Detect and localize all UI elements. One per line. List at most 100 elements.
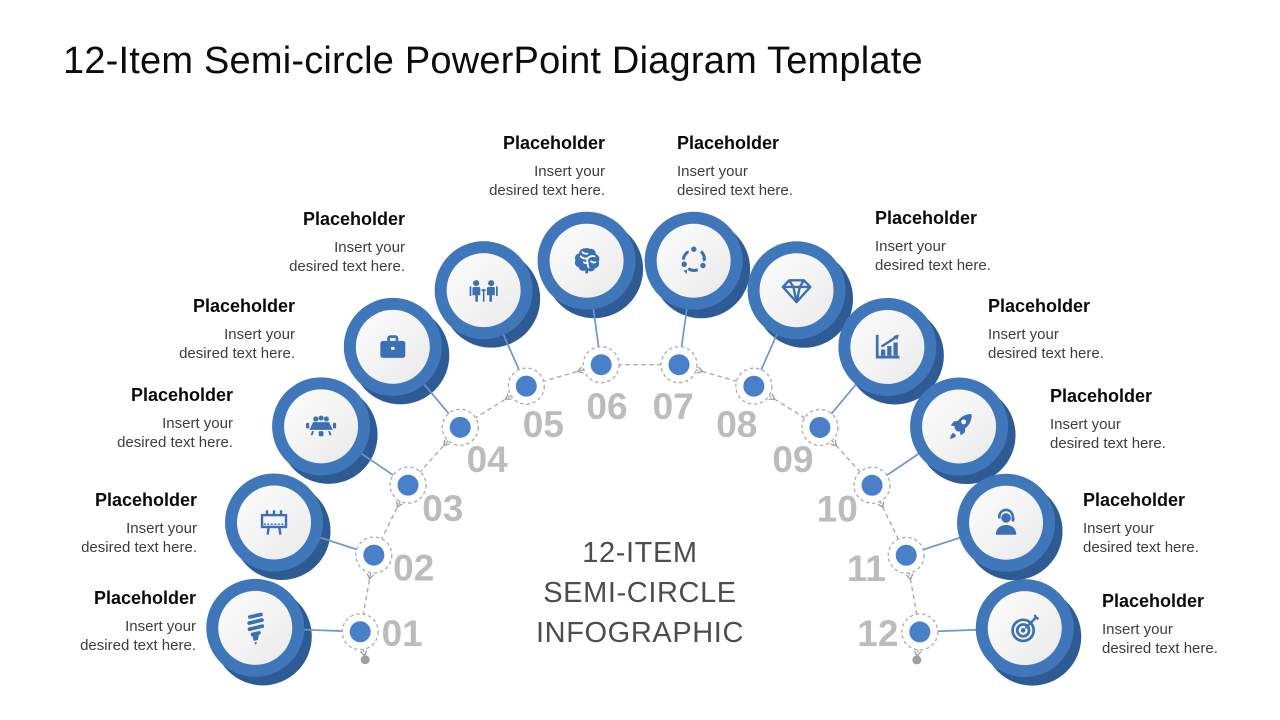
chain-arrow-icon: [768, 393, 776, 400]
item-label-title: Placeholder: [94, 490, 197, 510]
chain-arrow-icon: [696, 366, 704, 374]
item-label-title: Placeholder: [93, 588, 196, 608]
node-dot: [895, 544, 917, 566]
node-dots: [349, 354, 931, 665]
item-inner-circle: [969, 485, 1044, 560]
item-label-body: Insert your desired text here.: [117, 415, 233, 451]
rocket-icon: [950, 414, 972, 439]
item-circles: [206, 211, 1074, 678]
chain-arrow-icon: [906, 573, 914, 581]
cfl-bulb-icon: [247, 612, 265, 646]
node-dot: [809, 416, 831, 438]
diamond-icon: [781, 279, 812, 304]
item-label-title: Placeholder: [1050, 386, 1153, 406]
node-dot: [668, 354, 690, 376]
meeting-icon: [469, 280, 498, 302]
item-label-body: Insert your desired text here.: [1102, 621, 1218, 657]
item-circle: [343, 297, 442, 396]
item-circle: [225, 473, 324, 572]
conference-table-icon: [306, 415, 337, 437]
item-circle: [957, 473, 1056, 572]
briefcase-icon: [380, 335, 406, 358]
item-circle: [434, 241, 533, 340]
item-label-title: Placeholder: [192, 296, 295, 316]
item-circle: [537, 211, 636, 310]
item-circle: [206, 578, 305, 677]
item-label-body: Insert your desired text here.: [988, 326, 1104, 362]
node-dot: [397, 474, 419, 496]
node-dot: [743, 375, 765, 397]
step-number: 01: [382, 613, 423, 654]
item-circle: [910, 377, 1009, 476]
chain-arrow-icon: [395, 501, 403, 509]
step-number: 11: [847, 548, 886, 589]
cycle-arrows-icon: [681, 246, 707, 275]
item-label-body: Insert your desired text here.: [289, 239, 405, 275]
item-circle: [838, 297, 937, 396]
item-label-title: Placeholder: [988, 296, 1091, 316]
bar-chart-growth-icon: [875, 334, 900, 359]
diagram-center-caption: 12-ITEM SEMI-CIRCLE INFOGRAPHIC: [536, 537, 744, 649]
chain-terminal-dot: [912, 655, 922, 665]
item-label-body: Insert your desired text here.: [875, 238, 991, 274]
billboard-icon: [260, 510, 288, 535]
step-number: 08: [716, 404, 757, 445]
item-label-body: Insert your desired text here.: [81, 520, 197, 556]
chain-arrow-icon: [504, 393, 512, 400]
step-number: 02: [393, 548, 434, 589]
step-number: 06: [586, 386, 627, 427]
chain-arrow-icon: [576, 366, 584, 374]
step-number: 12: [857, 613, 898, 654]
item-label-body: Insert your desired text here.: [80, 618, 196, 654]
chain-arrow-icon: [443, 439, 450, 447]
node-dot: [590, 354, 612, 376]
step-number: 03: [422, 488, 463, 529]
item-circle: [975, 579, 1074, 678]
target-arrow-icon: [1011, 614, 1040, 643]
item-label-body: Insert your desired text here.: [489, 163, 605, 199]
node-dot: [515, 375, 537, 397]
item-label-title: Placeholder: [1102, 591, 1205, 611]
step-number: 09: [772, 439, 813, 480]
item-label-title: Placeholder: [875, 208, 978, 228]
node-dot: [449, 416, 471, 438]
item-label-title: Placeholder: [502, 133, 605, 153]
chain-terminal-dot: [360, 655, 370, 665]
step-number: 10: [817, 488, 858, 529]
item-circle: [644, 211, 743, 310]
node-dot: [349, 621, 371, 643]
item-label-title: Placeholder: [302, 209, 405, 229]
item-label-body: Insert your desired text here.: [179, 326, 295, 362]
item-label-title: Placeholder: [1083, 490, 1186, 510]
item-inner-circle: [656, 223, 731, 298]
support-agent-icon: [995, 508, 1017, 535]
step-number: 05: [523, 404, 564, 445]
chain-arrow-icon: [366, 573, 375, 581]
brain-icon: [574, 248, 600, 274]
item-inner-circle: [759, 253, 834, 328]
node-dot: [909, 621, 931, 643]
item-circle: [747, 241, 846, 340]
node-dot: [861, 474, 883, 496]
chain-arrow-icon: [830, 439, 837, 447]
chain-arrow-icon: [877, 501, 885, 509]
node-dot: [363, 544, 385, 566]
item-label-body: Insert your desired text here.: [1050, 416, 1166, 452]
item-inner-circle: [237, 485, 312, 560]
item-inner-circle: [987, 591, 1062, 666]
item-label-body: Insert your desired text here.: [677, 163, 793, 199]
